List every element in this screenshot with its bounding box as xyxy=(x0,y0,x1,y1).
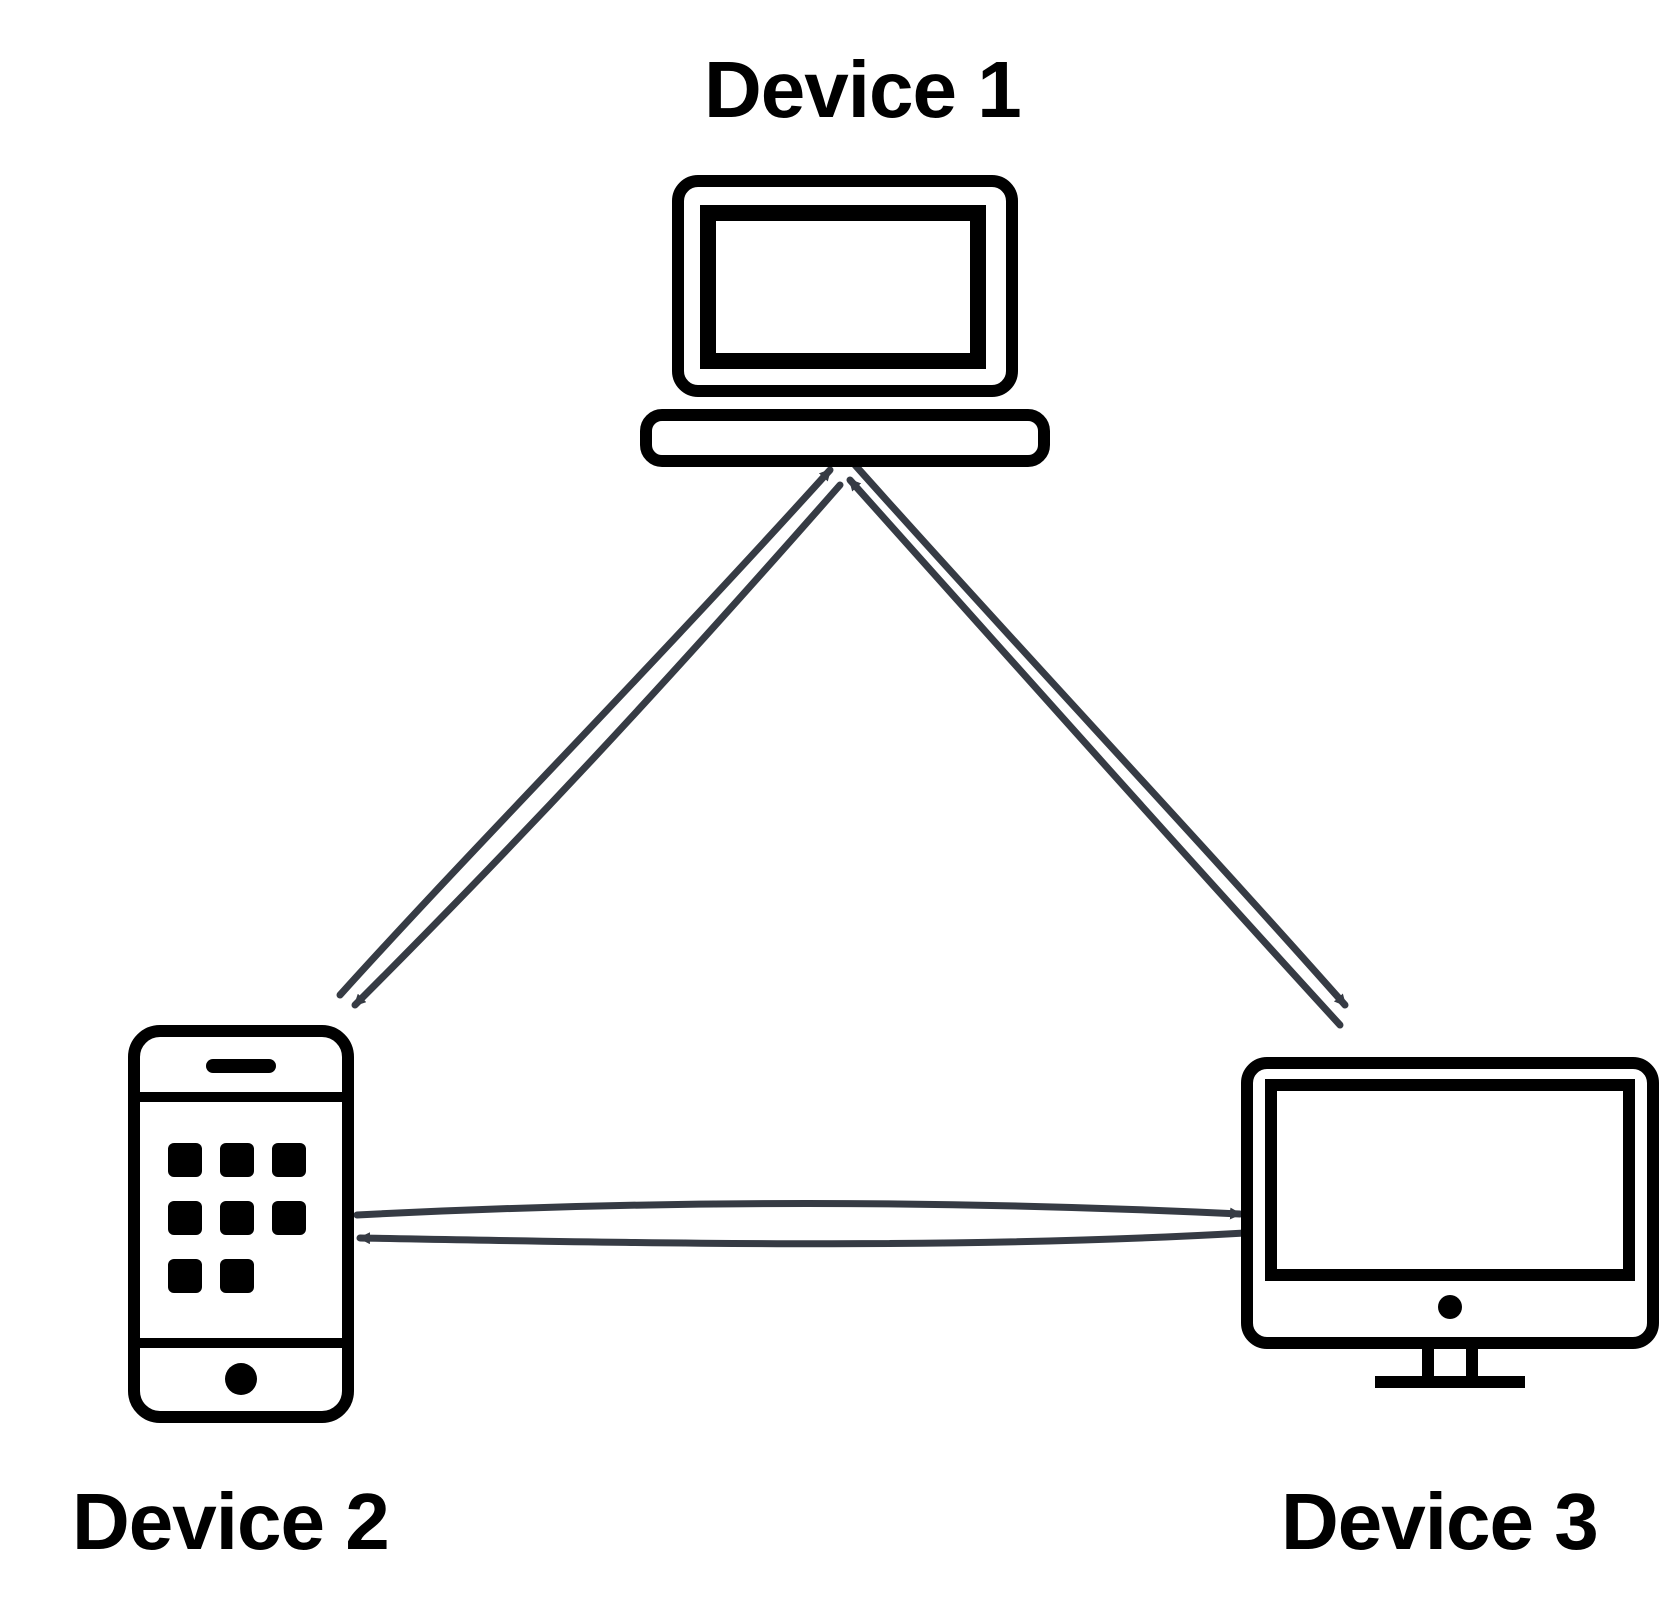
device3-label: Device 3 xyxy=(1281,1477,1599,1566)
device2-node xyxy=(128,1025,354,1423)
device1-node xyxy=(640,175,1050,475)
arrow-device3-to-device1 xyxy=(846,476,1344,1029)
arrow-device1-to-device3 xyxy=(851,461,1349,1009)
device3-node xyxy=(1241,1057,1659,1397)
arrow-device3-to-device2 xyxy=(356,1229,1249,1248)
smartphone-icon xyxy=(128,1025,354,1423)
desktop-monitor-icon xyxy=(1241,1057,1659,1388)
device1-label: Device 1 xyxy=(704,45,1022,134)
arrow-device2-to-device3 xyxy=(353,1200,1244,1220)
device2-label: Device 2 xyxy=(72,1477,390,1566)
laptop-icon xyxy=(640,175,1050,467)
arrow-device1-to-device2 xyxy=(351,481,844,1009)
arrow-device2-to-device1 xyxy=(336,466,834,999)
